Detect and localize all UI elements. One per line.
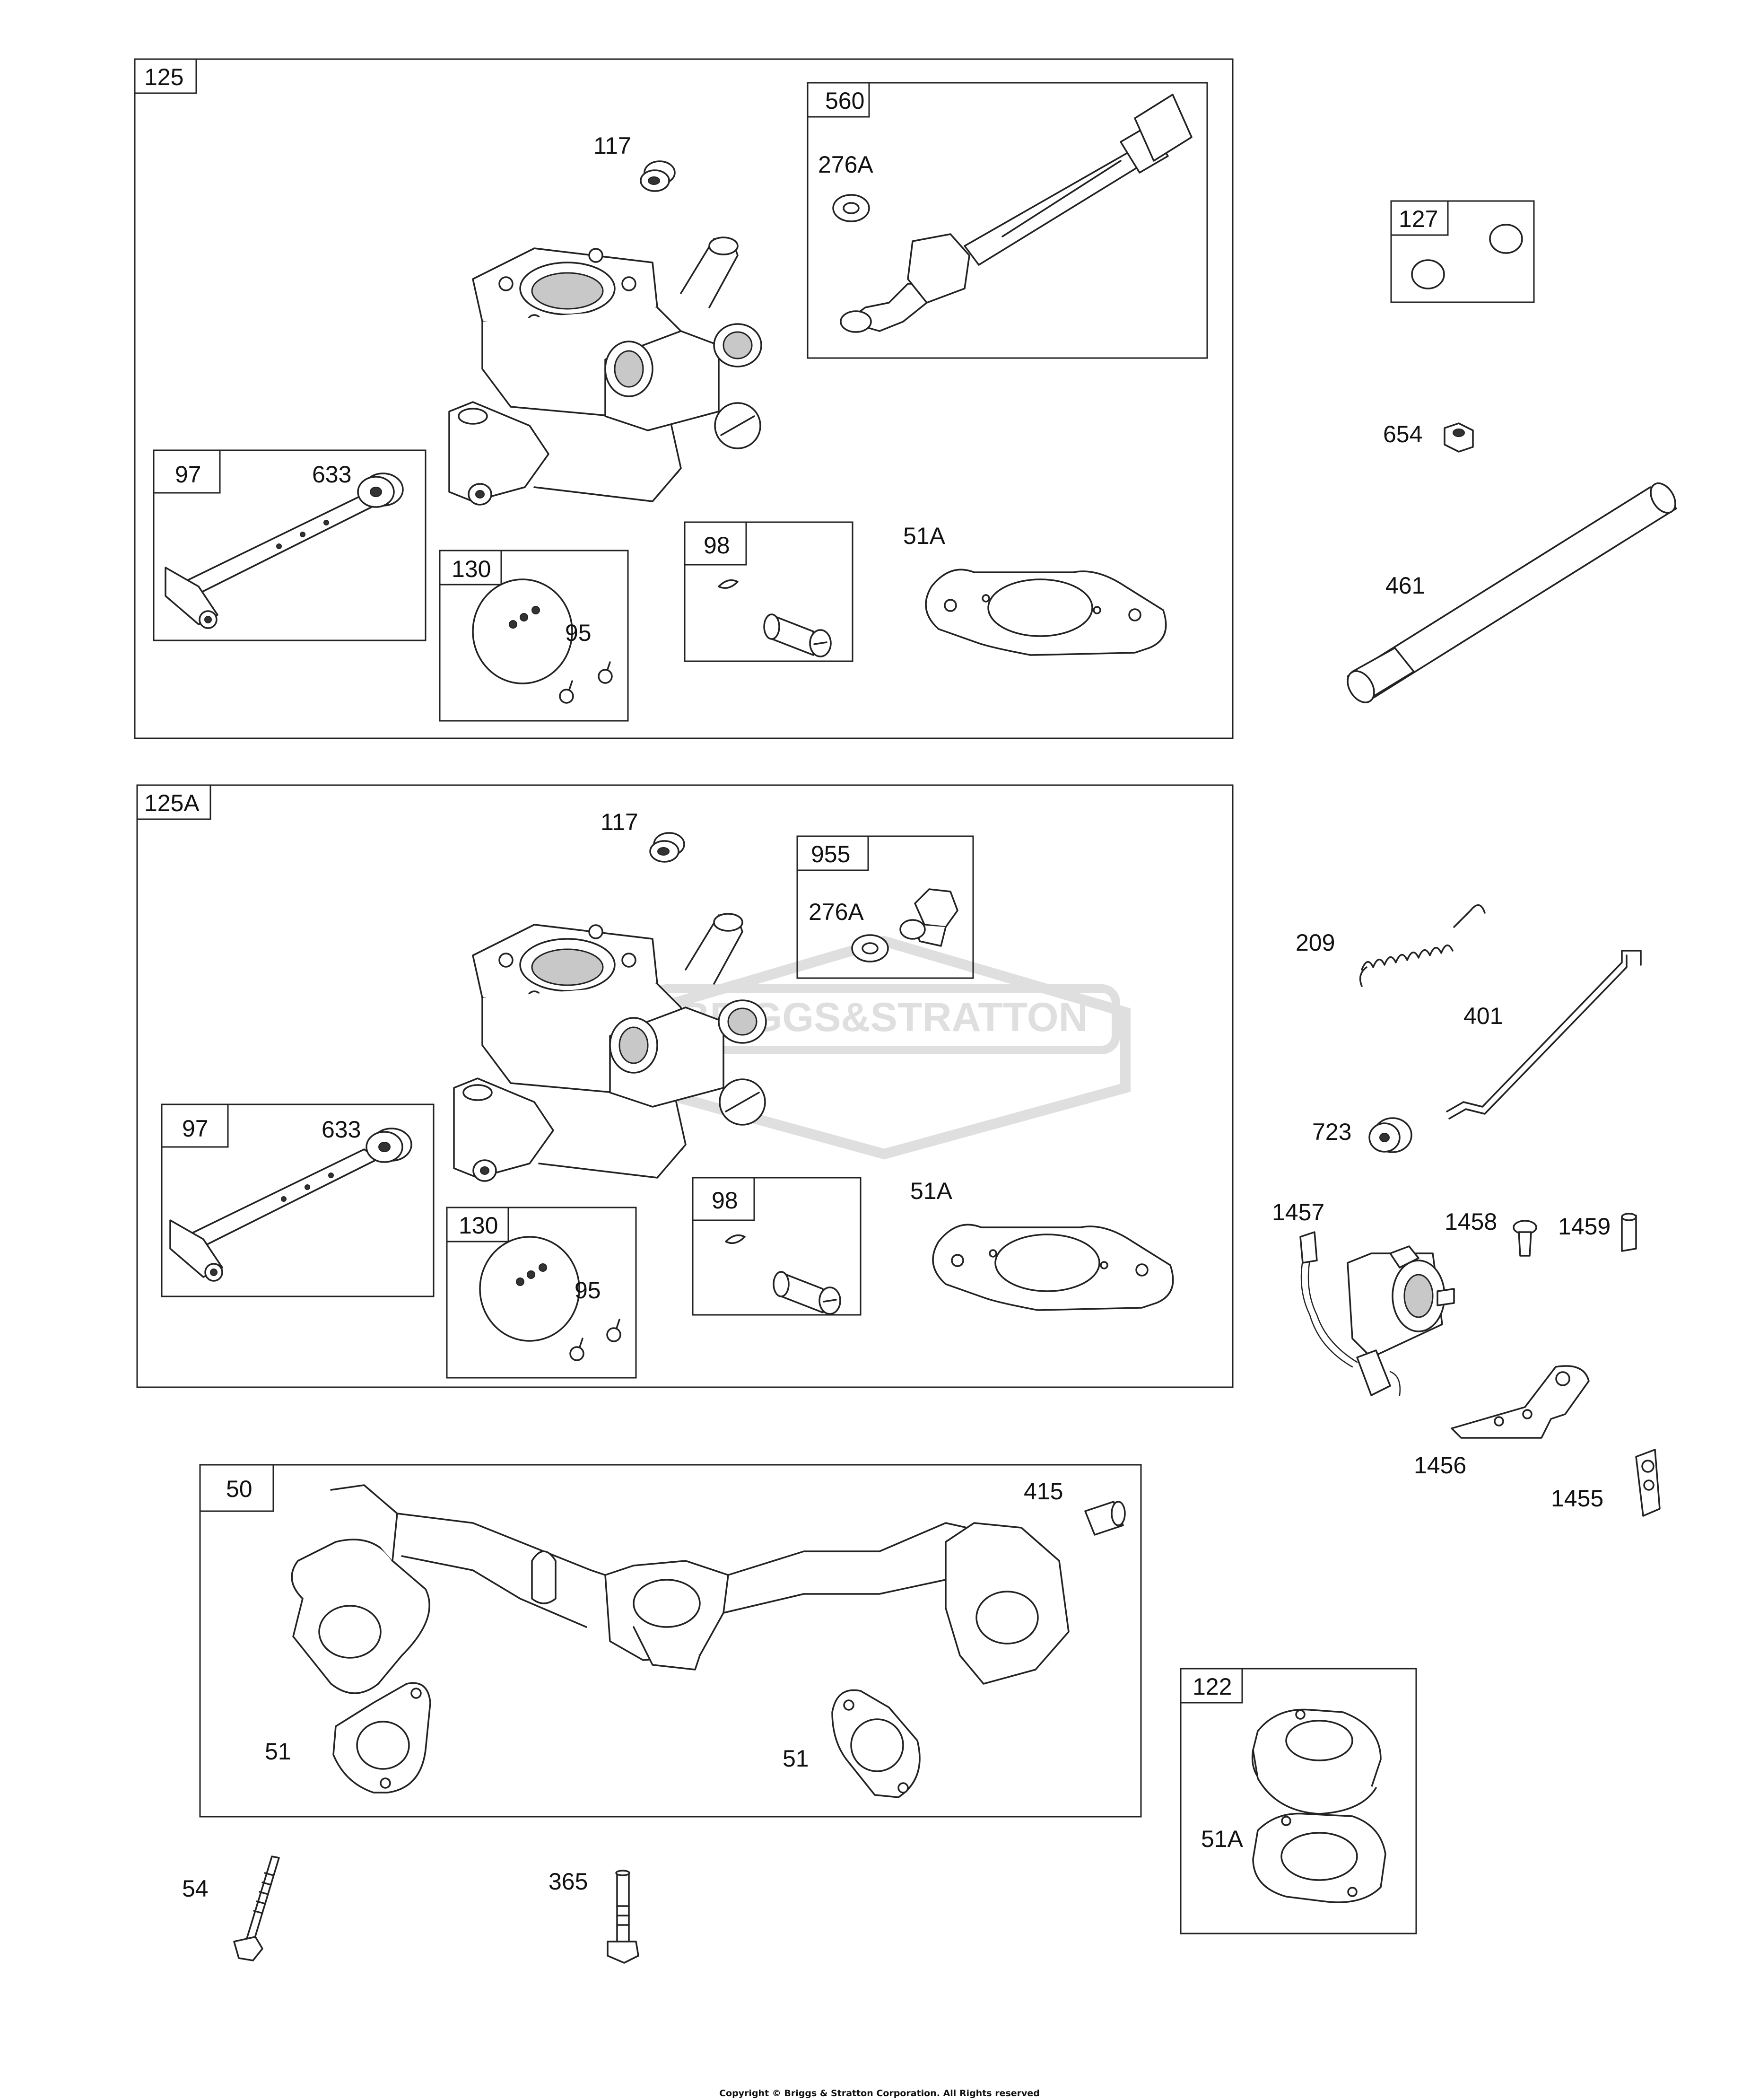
spring-209: 209 — [1296, 904, 1486, 987]
group-97-top: 97 — [153, 449, 427, 641]
group-50: 50 — [199, 1464, 1142, 1818]
caps-127 — [1411, 224, 1523, 289]
label-51-left: 51 — [265, 1738, 291, 1765]
sensor-560: 276A — [818, 94, 1193, 333]
label-654: 654 — [1383, 421, 1422, 447]
label-401: 401 — [1463, 1003, 1503, 1029]
bolt-365: 365 — [549, 1868, 639, 1964]
screw-54: 54 — [182, 1855, 280, 1961]
label-117-top: 117 — [593, 132, 631, 159]
spacer-122 — [1251, 1708, 1382, 1815]
sleeve-1459: 1459 — [1558, 1213, 1637, 1252]
group-560: 560 — [807, 82, 1208, 359]
group-130-bottom-label: 130 — [459, 1212, 498, 1239]
gasket-51A-bottom: 51A — [910, 1178, 1174, 1311]
bracket-1456: 1456 — [1414, 1365, 1590, 1479]
label-95-bottom: 95 — [575, 1277, 601, 1304]
group-127: 127 — [1390, 200, 1535, 303]
grommet-117-bottom: 117 — [601, 809, 685, 863]
group-98-bottom: 98 — [692, 1177, 862, 1316]
screw-95-top-b — [559, 680, 574, 704]
gasket-51A-top: 51A — [903, 523, 1167, 656]
group-97-top-label: 97 — [175, 461, 201, 488]
spring-screw-98-bottom — [725, 1234, 841, 1315]
shaft-97-top: 633 — [165, 461, 404, 629]
copyright-text: Copyright © Briggs & Stratton Corporatio… — [719, 2088, 1040, 2099]
throttle-body-bottom — [453, 913, 767, 1182]
label-51A-in-122: 51A — [1201, 1826, 1244, 1852]
group-125A-label: 125A — [144, 790, 200, 816]
label-633-bottom: 633 — [322, 1116, 361, 1143]
label-51A-bottom: 51A — [910, 1178, 953, 1204]
label-1459: 1459 — [1558, 1213, 1611, 1240]
group-130-bottom: 130 — [446, 1207, 637, 1379]
group-125: 125 — [134, 58, 1234, 739]
label-51A-top: 51A — [903, 523, 946, 549]
grommet-117-top: 117 — [593, 132, 676, 192]
group-125-label: 125 — [144, 64, 183, 90]
plate-130-bottom: 95 — [479, 1236, 621, 1361]
label-723: 723 — [1312, 1119, 1351, 1145]
bracket-1455: 1455 — [1551, 1449, 1661, 1517]
label-1457: 1457 — [1272, 1199, 1324, 1225]
label-276A-in-955: 276A — [809, 899, 864, 925]
fitting-955: 276A — [809, 888, 958, 962]
group-955: 955 — [796, 835, 974, 979]
label-365: 365 — [549, 1868, 588, 1895]
group-130-top: 130 — [439, 550, 629, 722]
group-122: 122 — [1180, 1668, 1417, 1934]
group-125A: 125A — [136, 784, 1234, 1388]
group-560-label: 560 — [825, 88, 864, 114]
nut-654: 654 — [1383, 421, 1474, 453]
group-130-top-label: 130 — [452, 556, 491, 582]
label-1455: 1455 — [1551, 1485, 1603, 1512]
group-98-top: 98 — [684, 521, 853, 662]
screw-95-bottom-b — [569, 1338, 584, 1361]
label-117-bottom: 117 — [601, 809, 638, 835]
group-97-bottom: 97 — [161, 1103, 435, 1297]
plate-130-top: 95 — [472, 578, 613, 704]
screw-1458: 1458 — [1445, 1208, 1537, 1257]
label-1458: 1458 — [1445, 1208, 1497, 1235]
shaft-97-bottom: 633 — [169, 1116, 412, 1282]
gasket-51-right: 51 — [783, 1689, 921, 1798]
group-97-bottom-label: 97 — [182, 1115, 209, 1142]
rod-461: 461 — [1347, 482, 1677, 703]
stepper-motor-1457: 1457 — [1272, 1199, 1455, 1396]
label-1456: 1456 — [1414, 1452, 1466, 1479]
group-122-label: 122 — [1193, 1673, 1232, 1700]
screw-95-bottom-a — [606, 1319, 621, 1342]
gasket-51-left: 51 — [265, 1682, 431, 1794]
gasket-51A-in-122: 51A — [1201, 1812, 1386, 1903]
label-54: 54 — [182, 1875, 209, 1902]
plug-415: 415 — [1024, 1478, 1126, 1536]
spacer-723: 723 — [1312, 1117, 1412, 1153]
group-98-bottom-label: 98 — [712, 1187, 738, 1214]
label-51-right: 51 — [783, 1745, 809, 1772]
spring-screw-98-top — [718, 579, 832, 657]
label-209: 209 — [1296, 929, 1335, 956]
exhaust-manifold-50 — [291, 1484, 1070, 1694]
label-95-top: 95 — [565, 620, 592, 646]
group-98-top-label: 98 — [704, 532, 730, 559]
group-50-label: 50 — [226, 1476, 253, 1502]
rod-401: 401 — [1446, 950, 1642, 1120]
label-415: 415 — [1024, 1478, 1063, 1505]
label-461: 461 — [1385, 572, 1425, 599]
label-633-top: 633 — [312, 461, 351, 488]
label-276A-in-560: 276A — [818, 151, 873, 178]
group-127-label: 127 — [1399, 206, 1438, 232]
group-955-label: 955 — [811, 841, 850, 867]
screw-95-top-a — [598, 661, 613, 684]
throttle-body-top — [448, 236, 762, 506]
